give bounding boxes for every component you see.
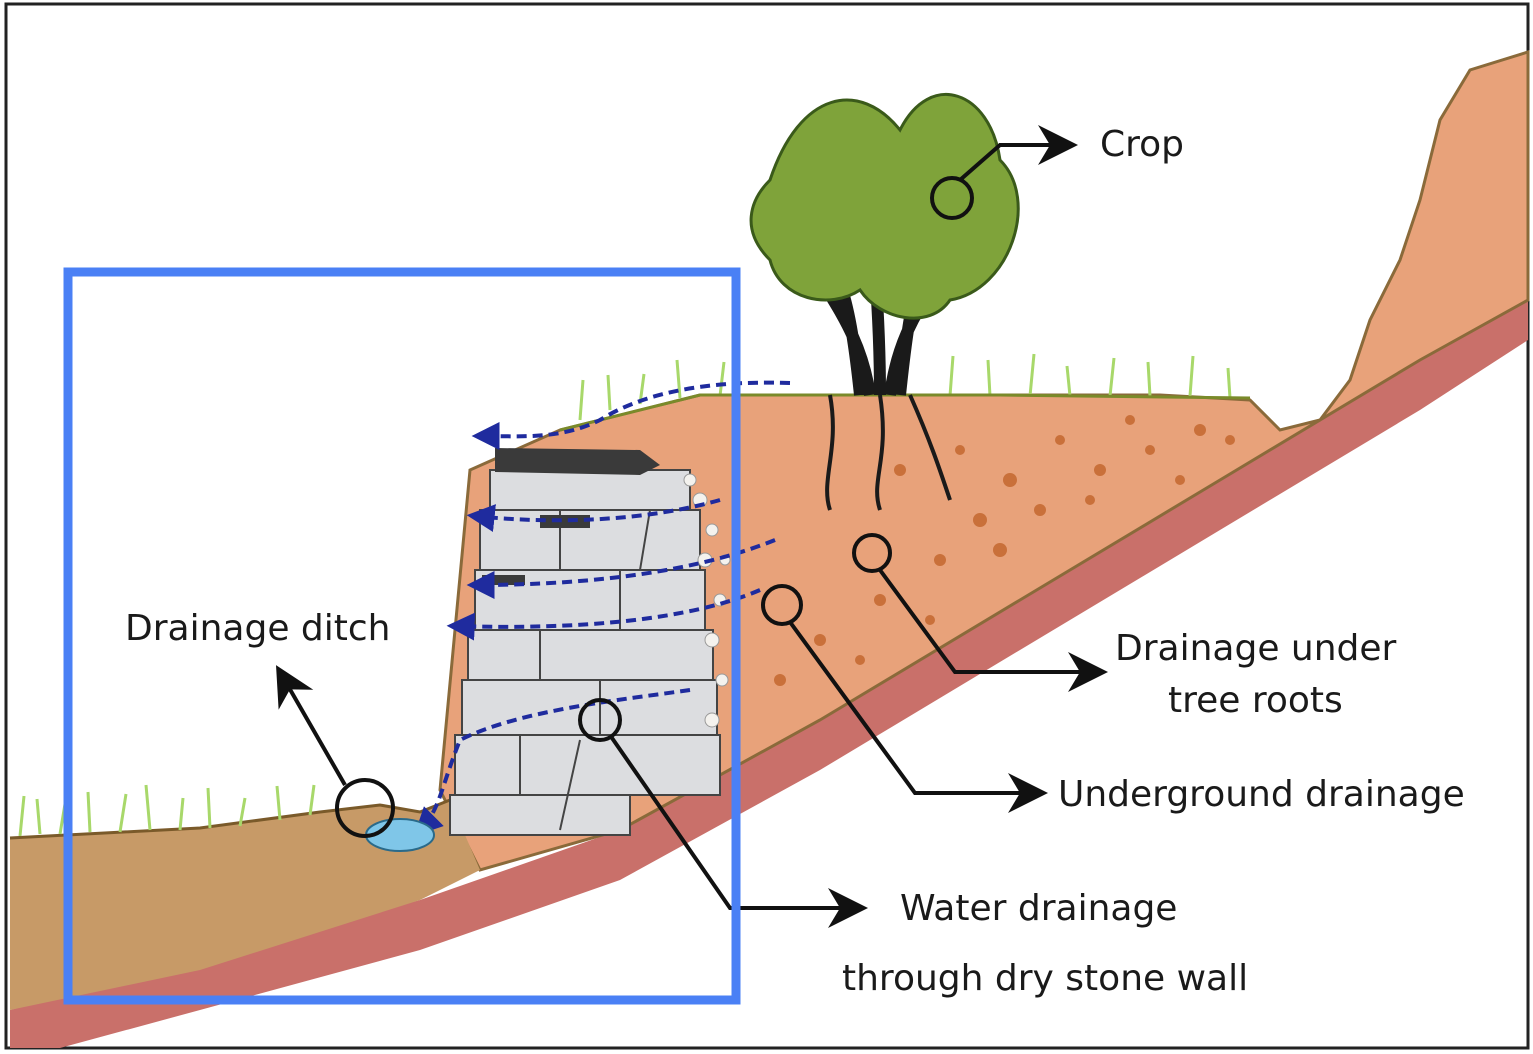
label-drainage-under-roots-2: tree roots — [1168, 680, 1343, 721]
label-drainage-under-roots-1: Drainage under — [1115, 628, 1397, 669]
through-stone-2 — [540, 515, 590, 528]
label-crop: Crop — [1100, 124, 1184, 165]
label-water-drainage-2: through dry stone wall — [842, 958, 1248, 999]
label-drainage-ditch: Drainage ditch — [125, 608, 390, 649]
label-water-drainage-1: Water drainage — [900, 888, 1177, 929]
capstone — [495, 448, 660, 475]
label-underground-drainage: Underground drainage — [1058, 774, 1465, 815]
